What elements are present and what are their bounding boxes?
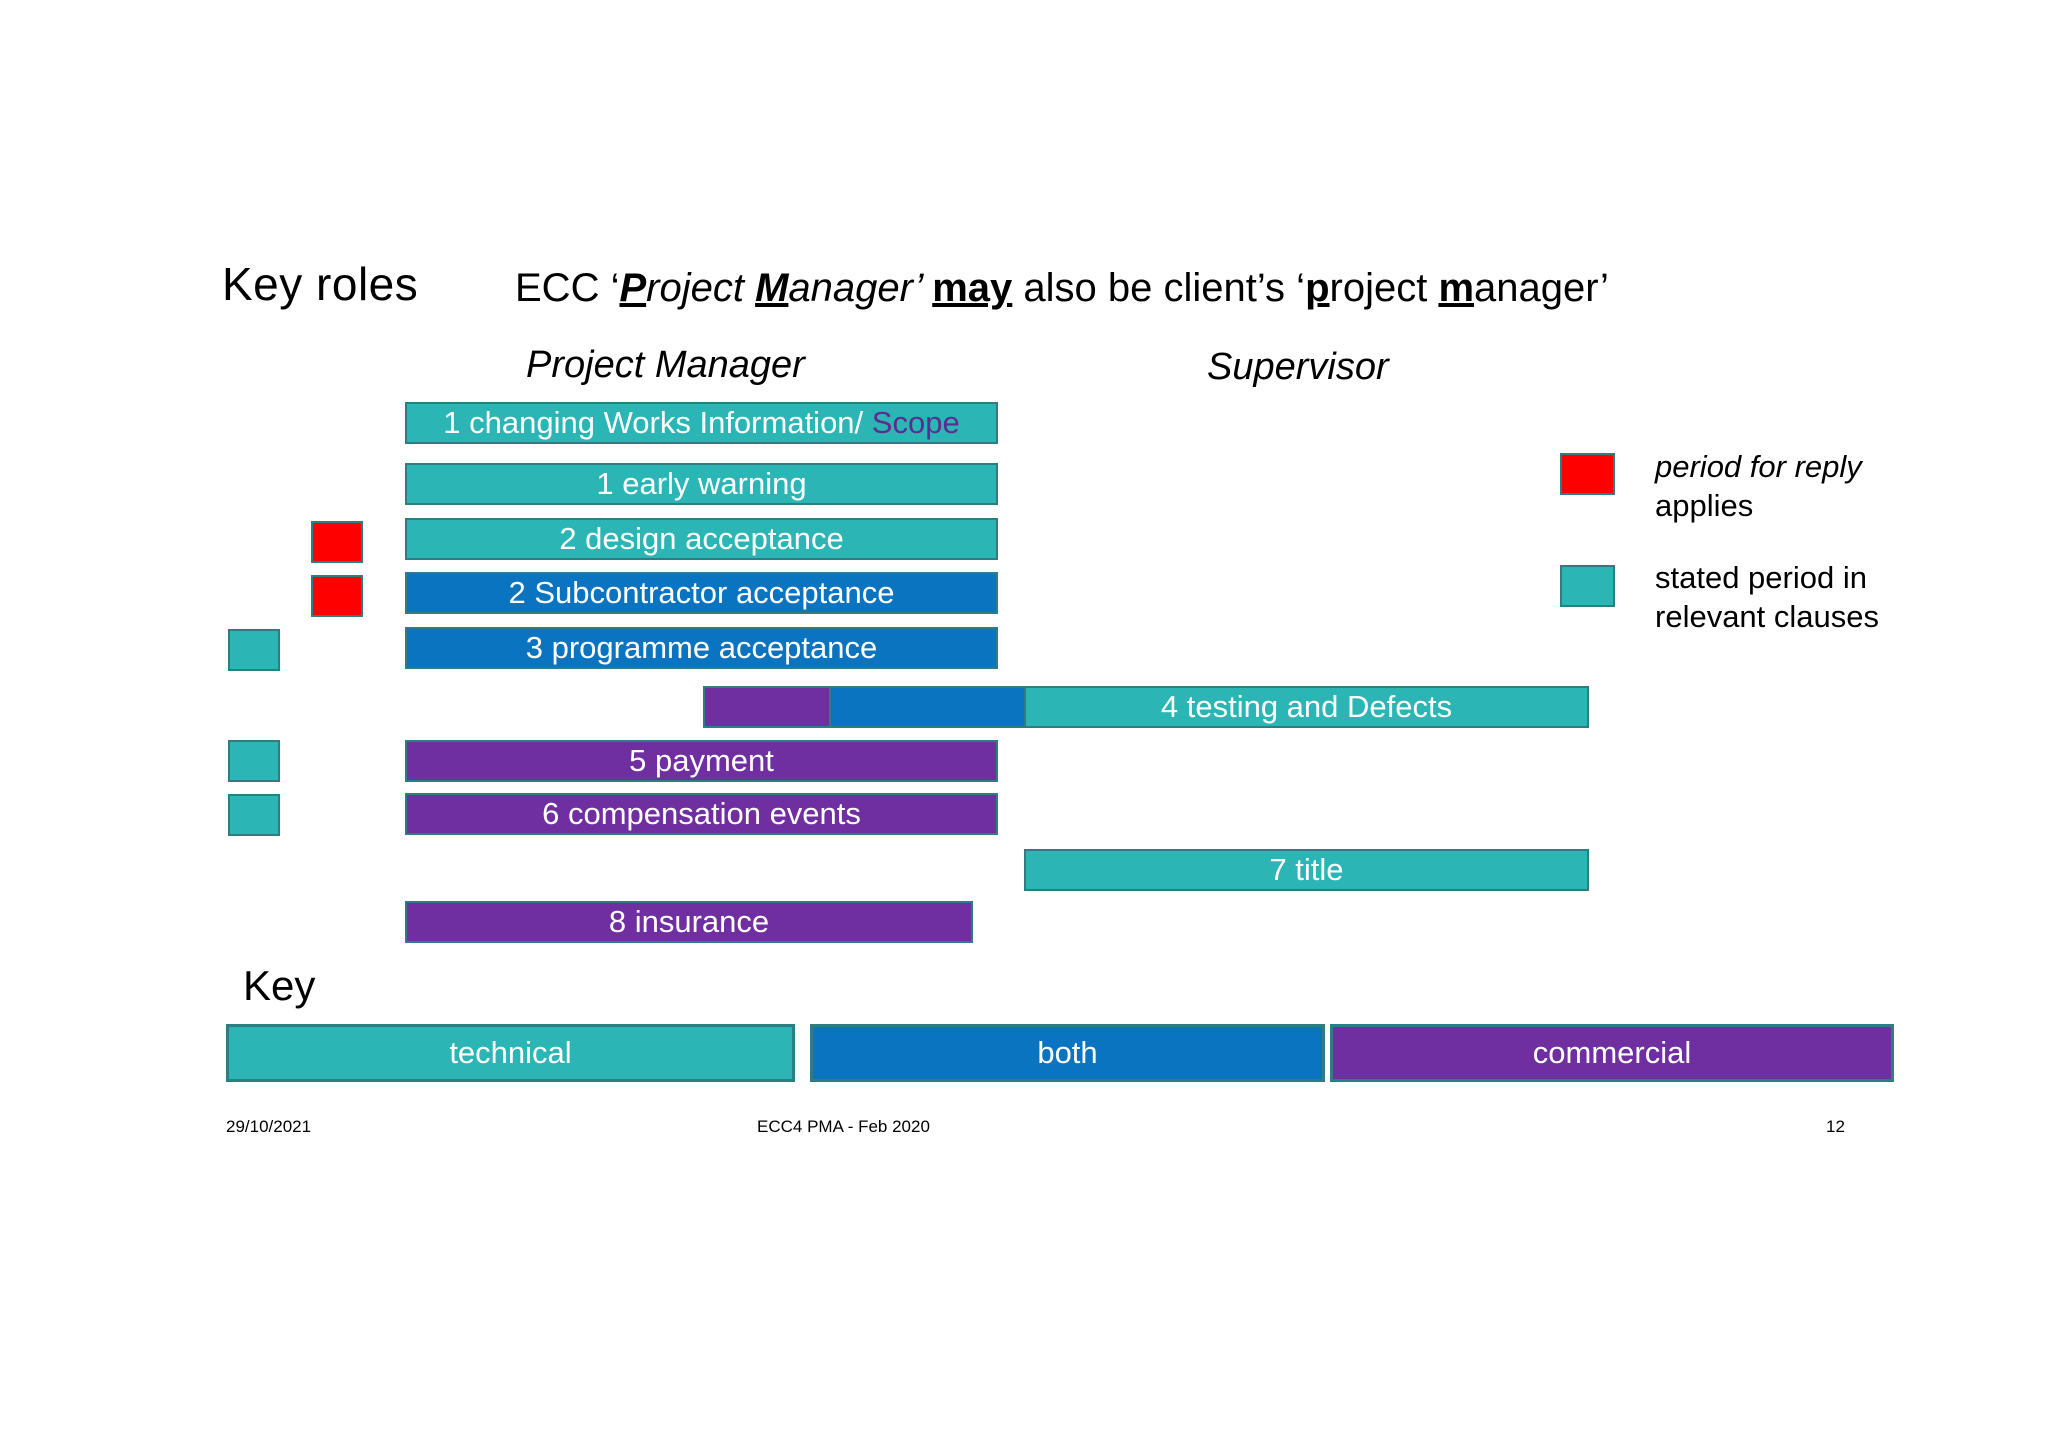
bar-row-insurance[interactable]: 8 insurance bbox=[405, 901, 973, 943]
bar-row-changing-works-information[interactable]: 1 changing Works Information/ Scope bbox=[405, 402, 998, 444]
bar-row-programme-acceptance[interactable]: 3 programme acceptance bbox=[405, 627, 998, 669]
bar-row-subcontractor-acceptance[interactable]: 2 Subcontractor acceptance bbox=[405, 572, 998, 614]
statement-p-initial: P bbox=[619, 266, 647, 310]
bar-label: 6 compensation events bbox=[542, 796, 861, 831]
legend-swatch-stated-period bbox=[1560, 565, 1615, 607]
legend-label-period-for-reply: period for reply applies bbox=[1655, 447, 1862, 525]
statement-p-initial2: p bbox=[1305, 266, 1330, 310]
legend-line-1: stated period in bbox=[1655, 560, 1867, 595]
bar-label: 2 Subcontractor acceptance bbox=[508, 575, 895, 610]
bar-label: 3 programme acceptance bbox=[525, 630, 878, 665]
bar-row-design-acceptance[interactable]: 2 design acceptance bbox=[405, 518, 998, 560]
bar-label: 1 early warning bbox=[596, 466, 807, 501]
bar-segment-testing-commercial[interactable] bbox=[703, 686, 831, 728]
bar-label: 8 insurance bbox=[608, 904, 770, 939]
key-item-label: technical bbox=[449, 1035, 572, 1070]
bar-row-compensation-events[interactable]: 6 compensation events bbox=[405, 793, 998, 835]
bar-label: 4 testing and Defects bbox=[1160, 689, 1453, 724]
statement-anager: anager’ bbox=[788, 266, 933, 310]
key-item-both[interactable]: both bbox=[810, 1024, 1325, 1082]
footer-page-number: 12 bbox=[1826, 1117, 1845, 1136]
page-title: Key roles bbox=[222, 258, 419, 310]
legend-line-1: period for reply bbox=[1655, 449, 1862, 484]
key-item-technical[interactable]: technical bbox=[226, 1024, 795, 1082]
bar-row-testing-and-defects[interactable]: 4 testing and Defects bbox=[1024, 686, 1589, 728]
key-item-label: commercial bbox=[1532, 1035, 1692, 1070]
marker-stated-period-row-6-compensation-events bbox=[228, 794, 280, 836]
title-statement: ECC ‘Project Manager’ may also be client… bbox=[515, 264, 1609, 312]
bar-row-early-warning[interactable]: 1 early warning bbox=[405, 463, 998, 505]
marker-period-for-reply-row-2-design-acceptance bbox=[311, 521, 363, 563]
footer-center-text: ECC4 PMA - Feb 2020 bbox=[757, 1117, 930, 1136]
bar-label: 5 payment bbox=[629, 743, 774, 778]
bar-segment-testing-both[interactable] bbox=[829, 686, 1026, 728]
bar-row-title[interactable]: 7 title bbox=[1024, 849, 1589, 891]
key-section-label: Key bbox=[243, 962, 316, 1009]
footer-date: 29/10/2021 bbox=[226, 1117, 312, 1136]
statement-m-initial: M bbox=[755, 266, 789, 310]
column-header-supervisor: Supervisor bbox=[1207, 346, 1389, 388]
key-item-commercial[interactable]: commercial bbox=[1330, 1024, 1894, 1082]
marker-stated-period-row-5-payment bbox=[228, 740, 280, 782]
statement-roject: roject bbox=[646, 266, 756, 310]
legend-line-2: relevant clauses bbox=[1655, 599, 1880, 634]
column-header-project-manager: Project Manager bbox=[526, 344, 805, 386]
scope-accent-text: Scope bbox=[871, 405, 960, 440]
statement-anager2: anager’ bbox=[1474, 266, 1609, 310]
legend-swatch-period-for-reply bbox=[1560, 453, 1615, 495]
marker-period-for-reply-row-2-subcontractor-acceptance bbox=[311, 575, 363, 617]
bar-label: 2 design acceptance bbox=[559, 521, 844, 556]
bar-row-payment[interactable]: 5 payment bbox=[405, 740, 998, 782]
legend-line-2: applies bbox=[1655, 488, 1754, 523]
statement-m-initial2: m bbox=[1438, 266, 1475, 310]
statement-may: may bbox=[932, 266, 1013, 310]
marker-stated-period-row-3-programme-acceptance bbox=[228, 629, 280, 671]
legend-label-stated-period: stated period in relevant clauses bbox=[1655, 558, 1879, 636]
bar-label: 7 title bbox=[1269, 852, 1344, 887]
statement-prefix: ECC ‘ bbox=[515, 266, 620, 310]
statement-roject2: roject bbox=[1329, 266, 1439, 310]
statement-middle: also be client’s ‘ bbox=[1012, 266, 1306, 310]
bar-label: 1 changing Works Information/ Scope bbox=[443, 405, 960, 440]
key-item-label: both bbox=[1037, 1035, 1098, 1070]
